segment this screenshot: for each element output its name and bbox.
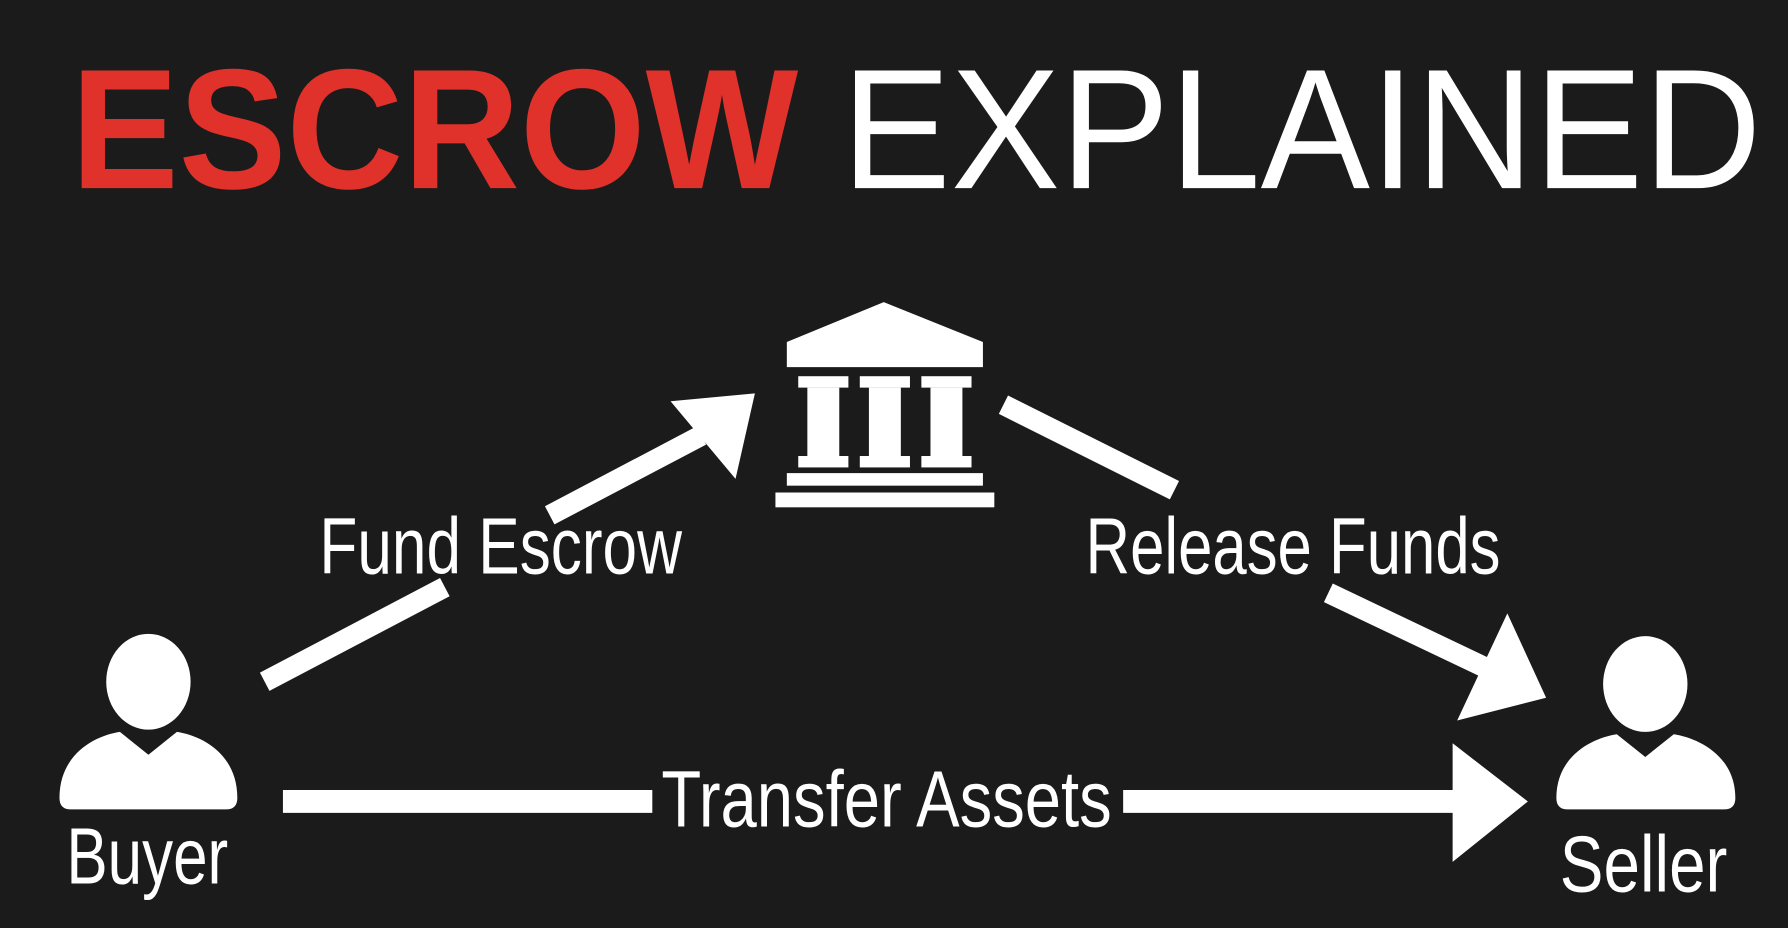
seller-person-icon: [1556, 636, 1736, 810]
title-explained: EXPLAINED: [842, 34, 1762, 225]
title-escrow: ESCROW: [71, 34, 799, 225]
fund-escrow-label: Fund Escrow: [319, 501, 682, 590]
fund-escrow-arrow: [259, 393, 755, 691]
seller-label: Seller: [1560, 820, 1728, 909]
buyer-label: Buyer: [66, 812, 228, 901]
bank-icon: [775, 302, 995, 508]
buyer-person-icon: [59, 633, 238, 810]
release-funds-arrow: [998, 395, 1547, 721]
release-funds-label: Release Funds: [1086, 501, 1501, 590]
transfer-assets-arrow: [282, 743, 1528, 862]
transfer-assets-label: Transfer Assets: [661, 755, 1111, 844]
